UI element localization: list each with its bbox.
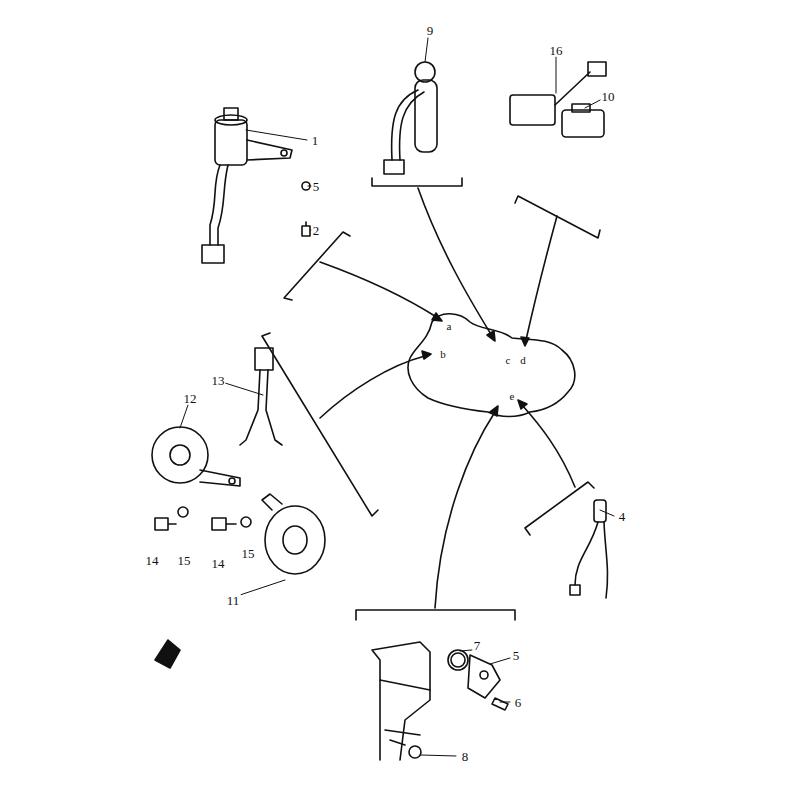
callout-number: 5: [312, 180, 321, 193]
callout-number: 10: [601, 90, 616, 103]
arrow-head: [521, 337, 529, 346]
callout-number: 7: [473, 639, 482, 652]
horn: [212, 494, 325, 574]
callout-number: 2: [312, 224, 321, 237]
callout-number: 14: [145, 554, 160, 567]
switch-assembly: [372, 642, 508, 760]
horn: [152, 427, 240, 530]
arrow-head: [490, 406, 498, 416]
arrow-head: [518, 400, 527, 409]
callout-number: 6: [514, 696, 523, 709]
leader-lines: [180, 38, 614, 756]
group-bracket: [372, 178, 462, 186]
callout-number: 9: [426, 24, 435, 37]
switch-lead: [570, 500, 608, 598]
pointer-arrow: [418, 188, 492, 336]
callout-number: 15: [177, 554, 192, 567]
group-bracket: [525, 482, 594, 535]
callout-number: 4: [618, 510, 627, 523]
frame-mark: e: [509, 391, 516, 402]
group-bracket: [356, 610, 515, 620]
frame-mark: c: [505, 355, 512, 366]
arrow-head: [432, 313, 442, 321]
callout-number: 1: [311, 134, 320, 147]
frame-mark: d: [519, 355, 527, 366]
arrow-head: [487, 331, 495, 341]
page-mark: [155, 640, 180, 668]
callout-number: 15: [241, 547, 256, 560]
frame-mark: a: [446, 321, 453, 332]
group-bracket: [262, 333, 378, 516]
pointer-arrow: [522, 405, 575, 487]
callout-number: 14: [211, 557, 226, 570]
wire-harness: [240, 348, 282, 445]
sensor-unit: [384, 62, 437, 174]
pointer-arrow: [526, 216, 557, 340]
callout-number: 16: [549, 44, 564, 57]
callout-number: 11: [226, 594, 241, 607]
group-bracket: [284, 232, 350, 300]
pointer-arrow: [320, 262, 438, 318]
frame-mark: b: [439, 349, 447, 360]
callout-number: 13: [211, 374, 226, 387]
relay: [510, 62, 606, 137]
pointer-arrow: [435, 412, 495, 608]
frame-outline: [408, 314, 575, 417]
arrow-head: [422, 351, 431, 359]
callout-number: 8: [461, 750, 470, 763]
callout-number: 12: [183, 392, 198, 405]
pointer-arrow: [320, 356, 425, 418]
ignition-switch: [202, 108, 310, 263]
callout-number: 5: [512, 649, 521, 662]
